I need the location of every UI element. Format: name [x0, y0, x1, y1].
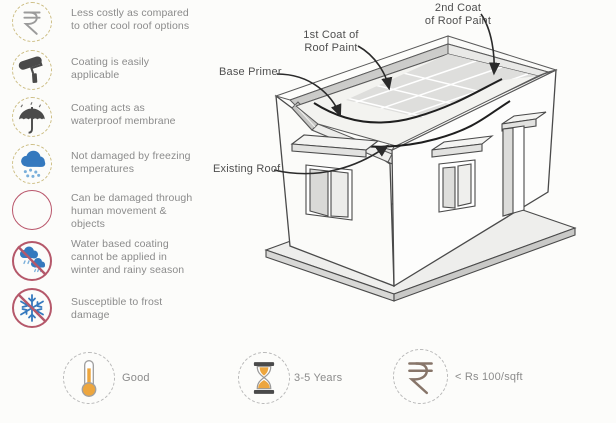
right-window [431, 135, 494, 213]
stat-label-rating: Good [122, 372, 150, 384]
feature-text: Can be damaged through human movement & … [71, 192, 193, 230]
second-coat-arrow [480, 13, 501, 76]
feature-frost-damage: Susceptible to frost damage [0, 288, 193, 328]
feature-freezing-ok: Not damaged by freezing temperatures [0, 144, 193, 184]
left-window [290, 134, 380, 221]
snow-cloud-icon [12, 144, 52, 184]
circle-outline-icon [12, 190, 52, 230]
label-arrows [273, 13, 501, 175]
paint-roller-icon [12, 50, 52, 90]
door [501, 111, 547, 217]
no-rain-clouds-icon [12, 241, 52, 281]
feature-less-costly: Less costly as compared to other cool ro… [0, 2, 193, 42]
feature-text: Water based coating cannot be applied in… [71, 238, 185, 276]
feature-text: Susceptible to frost damage [71, 296, 163, 321]
feature-text: Coating is easily applicable [71, 56, 150, 81]
stat-label-cost: < Rs 100/sqft [455, 371, 523, 383]
stat-label-lifespan: 3-5 Years [294, 372, 343, 384]
house-illustration [264, 13, 577, 302]
rupee-icon [393, 349, 448, 404]
base-primer-arrow [276, 73, 342, 118]
rupee-icon [12, 2, 52, 42]
feature-text: Less costly as compared to other cool ro… [71, 7, 190, 32]
hourglass-icon [238, 352, 290, 404]
feature-waterproof: Coating acts as waterproof membrane [0, 97, 193, 137]
feature-text: Coating acts as waterproof membrane [71, 102, 176, 127]
feature-human-damage: Can be damaged through human movement & … [0, 190, 193, 231]
thermometer-icon [63, 352, 115, 404]
base-primer-label: Base Primer [219, 66, 282, 78]
feature-easily-applicable: Coating is easily applicable [0, 50, 193, 90]
no-snowflake-icon [12, 288, 52, 328]
existing-roof-label: Existing Roof [213, 163, 281, 175]
umbrella-icon [12, 97, 52, 137]
existing-roof-arrow [273, 144, 389, 175]
feature-no-winter-apply: Water based coating cannot be applied in… [0, 238, 193, 281]
first-coat-arrow [357, 45, 393, 91]
feature-text: Not damaged by freezing temperatures [71, 150, 191, 175]
